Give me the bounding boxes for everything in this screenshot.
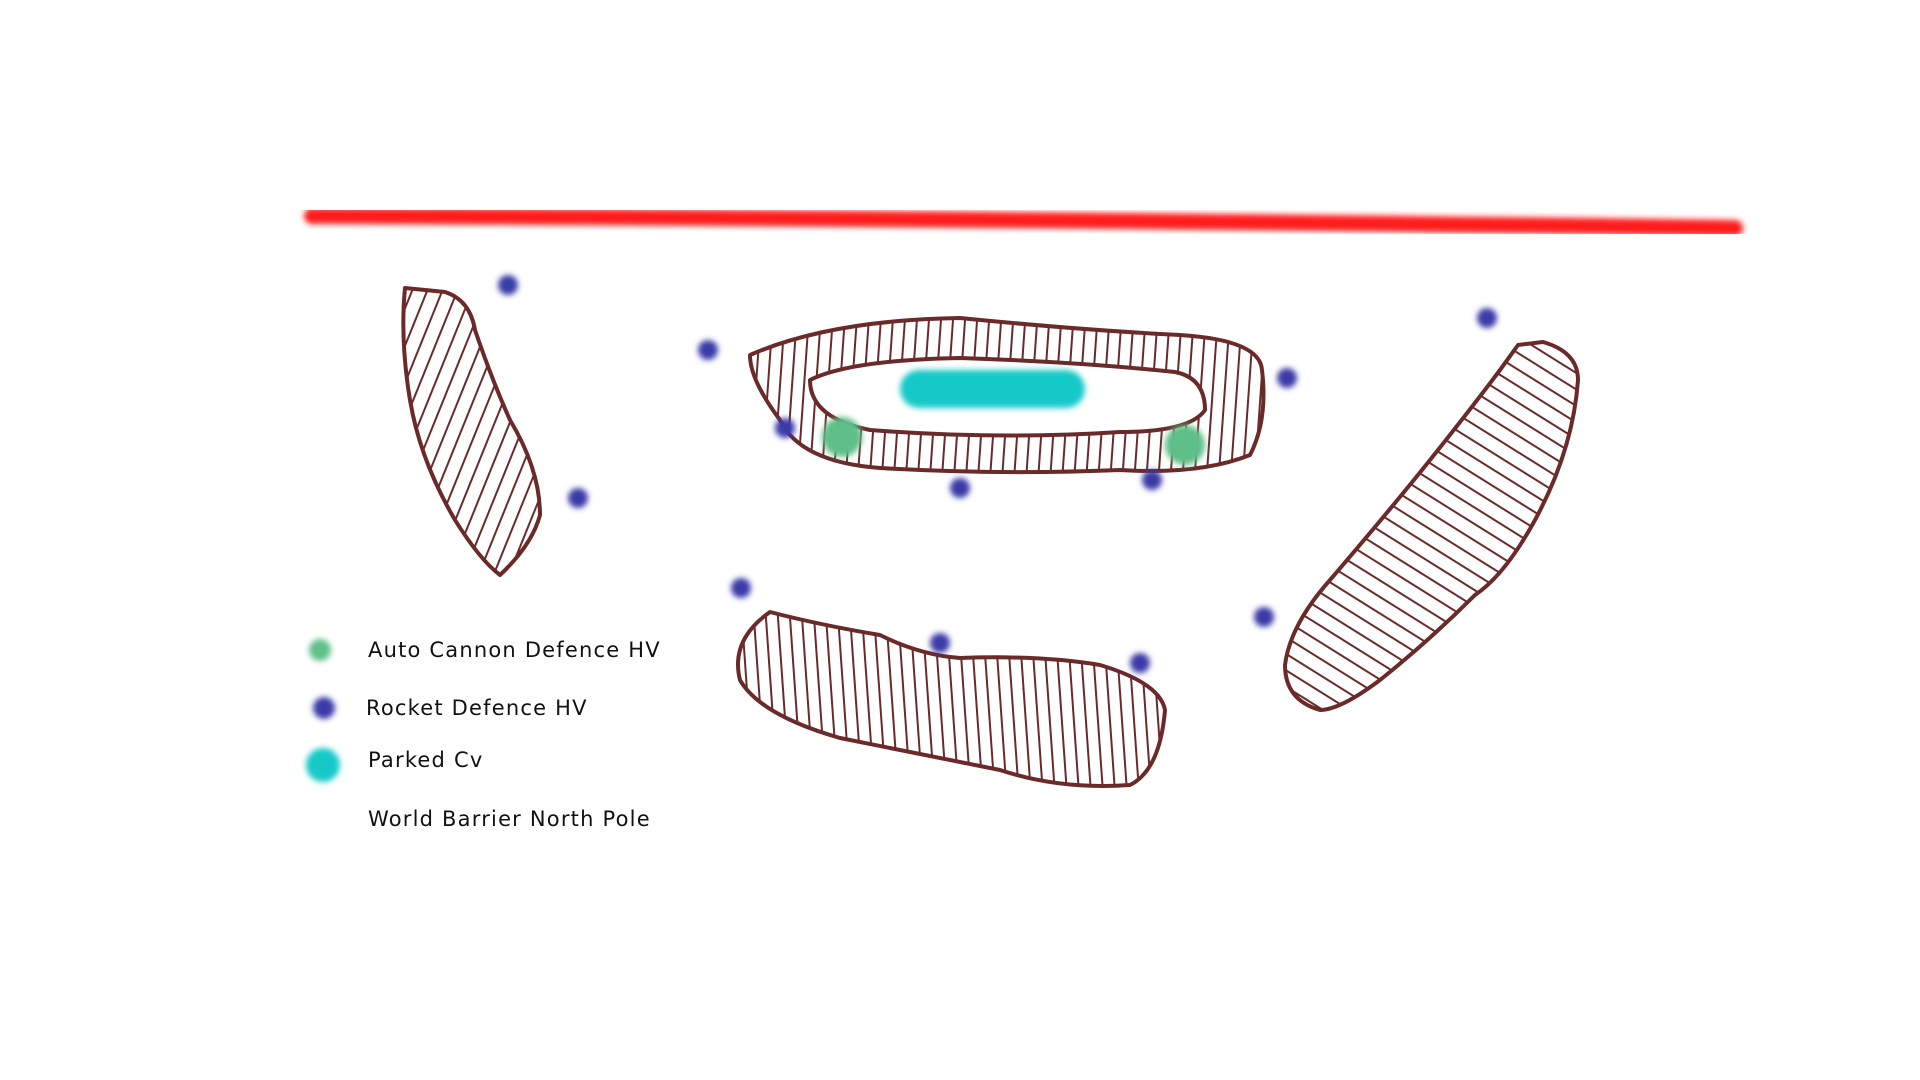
parked-cv-marker [900, 370, 1085, 408]
auto-cannon-marker [822, 417, 862, 457]
rocket-defence-marker [1477, 308, 1497, 328]
rocket-defence-marker [1142, 470, 1162, 490]
rocket-defence-marker [1254, 607, 1274, 627]
obstacle-north-ring [748, 316, 1266, 475]
obstacle-south [736, 610, 1167, 788]
rocket-defence-marker [775, 418, 795, 438]
rocket-defence-marker [950, 478, 970, 498]
rocket-defence-marker [1130, 653, 1150, 673]
rocket-defence-marker [498, 275, 518, 295]
auto-cannon-marker [1165, 425, 1205, 465]
rocket-defence-marker [698, 340, 718, 360]
rocket-defence-marker [930, 633, 950, 653]
rocket-defence-marker [1277, 368, 1297, 388]
world-barrier-line [304, 208, 1743, 236]
obstacle-west [401, 286, 542, 577]
obstacle-east [1283, 340, 1580, 712]
rocket-defence-marker [731, 578, 751, 598]
rocket-defence-marker [568, 488, 588, 508]
